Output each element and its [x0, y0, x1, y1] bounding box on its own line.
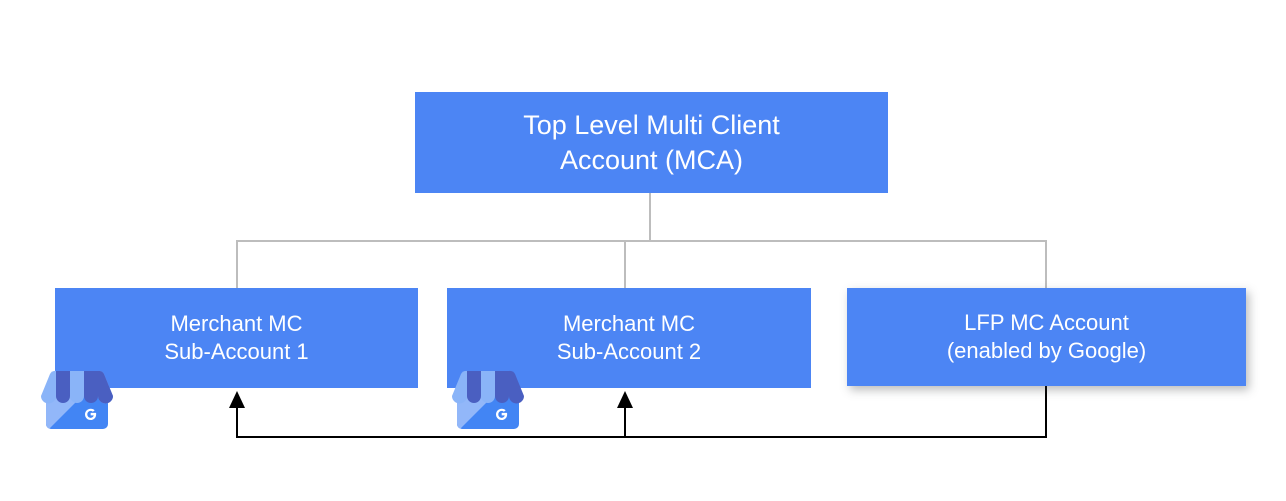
node-lfp-mc-account[interactable]: LFP MC Account (enabled by Google)	[847, 288, 1246, 386]
node-top-level-mca-label: Top Level Multi Client Account (MCA)	[523, 109, 780, 175]
feedback-line-to-sub1	[236, 400, 238, 437]
node-top-level-mca[interactable]: Top Level Multi Client Account (MCA)	[415, 92, 888, 193]
node-lfp-mc-account-label: LFP MC Account (enabled by Google)	[946, 309, 1147, 363]
feedback-line-from-lfp	[1045, 386, 1047, 438]
connector-horizontal-bus	[236, 240, 1047, 242]
connector-drop-to-sub1	[236, 240, 238, 290]
google-my-business-icon	[41, 370, 113, 429]
feedback-line-horizontal	[236, 436, 1047, 438]
arrowhead-to-sub1-icon	[229, 391, 245, 408]
connector-mca-stem	[649, 193, 651, 241]
connector-drop-to-lfp	[1045, 240, 1047, 290]
node-merchant-sub-account-1-label: Merchant MC Sub-Account 1	[164, 310, 309, 364]
node-merchant-sub-account-2[interactable]: Merchant MC Sub-Account 2	[447, 288, 811, 388]
node-merchant-sub-account-1[interactable]: Merchant MC Sub-Account 1	[55, 288, 418, 388]
feedback-line-to-sub2	[624, 400, 626, 437]
node-merchant-sub-account-2-label: Merchant MC Sub-Account 2	[556, 310, 702, 364]
google-my-business-icon	[452, 370, 524, 429]
arrowhead-to-sub2-icon	[617, 391, 633, 408]
connector-drop-to-sub2	[624, 240, 626, 290]
